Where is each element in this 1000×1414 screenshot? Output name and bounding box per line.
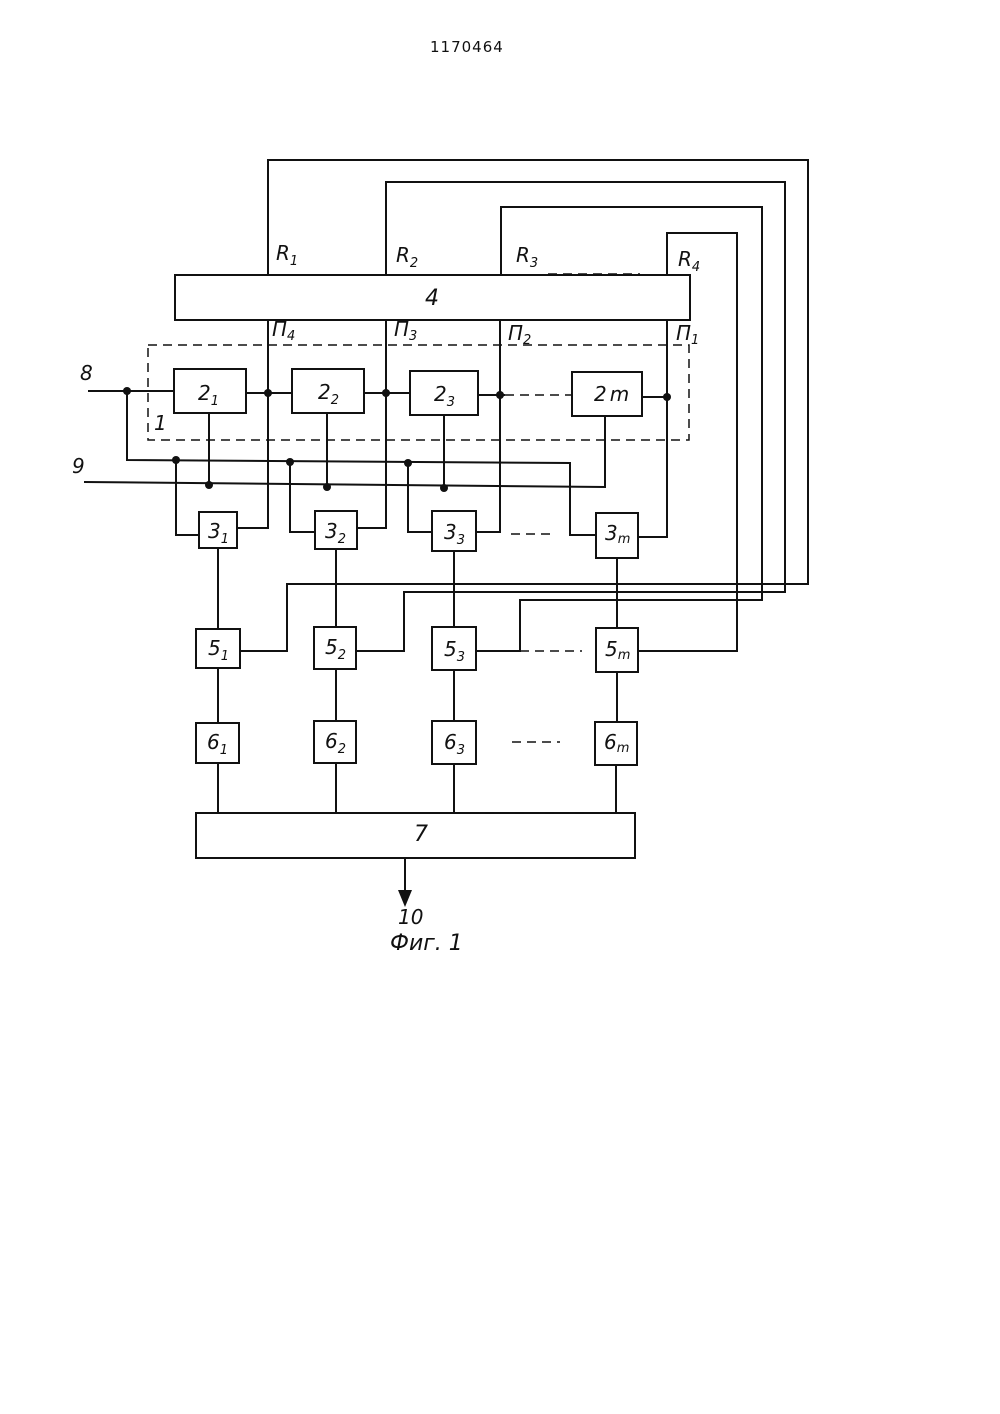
junction-dot	[286, 458, 294, 466]
junction-dot	[404, 459, 412, 467]
block-3-m-label: 3m	[605, 521, 630, 547]
label-input-8: 8	[80, 361, 93, 385]
feedback-line-r2	[356, 182, 785, 651]
block-3-2-label: 32	[325, 519, 346, 547]
block-2-m-label: 2m	[594, 382, 629, 406]
junction-dot	[205, 481, 213, 489]
bus-branch-3-2	[290, 462, 315, 532]
block-2-3-label: 23	[434, 382, 455, 410]
patent-number: 1170464	[430, 38, 504, 56]
label-p3: П3	[394, 317, 417, 344]
p1-to-3-m	[638, 397, 667, 537]
label-r2: R2	[396, 243, 418, 271]
label-p2: П2	[508, 321, 531, 348]
junction-dot	[264, 389, 272, 397]
junction-dot	[663, 393, 671, 401]
block-5-2-label: 52	[325, 635, 346, 663]
junction-dot	[496, 391, 504, 399]
label-group-1: 1	[154, 411, 167, 435]
block-5-m-label: 5m	[605, 637, 630, 663]
block-6-m-label: 6m	[604, 730, 629, 756]
block-6-2-label: 62	[325, 729, 346, 757]
block-5-3-label: 53	[444, 637, 465, 665]
block-7-label: 7	[414, 822, 428, 847]
label-r3: R3	[516, 243, 538, 271]
label-p1: П1	[676, 321, 699, 348]
block-2-m-frame	[572, 372, 642, 416]
block-6-3-label: 63	[444, 730, 465, 758]
feedback-line-r4	[638, 233, 737, 651]
block-3-3-label: 33	[444, 520, 465, 548]
group-1-dashed-frame	[148, 345, 689, 440]
junction-dot	[382, 389, 390, 397]
block-3-1-label: 31	[208, 519, 229, 547]
junction-dot	[440, 484, 448, 492]
block-2-2-label: 22	[318, 380, 339, 408]
label-output-10: 10	[398, 905, 423, 929]
block-4-label: 4	[425, 286, 439, 311]
block-6-1-label: 61	[207, 730, 228, 758]
figure-caption: Фиг. 1	[390, 931, 463, 956]
junction-dot	[172, 456, 180, 464]
block-2-1-label: 21	[198, 381, 219, 409]
junction-dot	[123, 387, 131, 395]
label-input-9: 9	[72, 454, 85, 478]
label-r4: R4	[678, 247, 700, 275]
bus-branch-3-1	[176, 460, 199, 535]
bus-branch-3-3	[408, 463, 432, 532]
label-p4: П4	[272, 317, 295, 344]
label-r1: R1	[276, 241, 298, 269]
block-5-1-label: 51	[208, 636, 229, 664]
junction-dot	[323, 483, 331, 491]
